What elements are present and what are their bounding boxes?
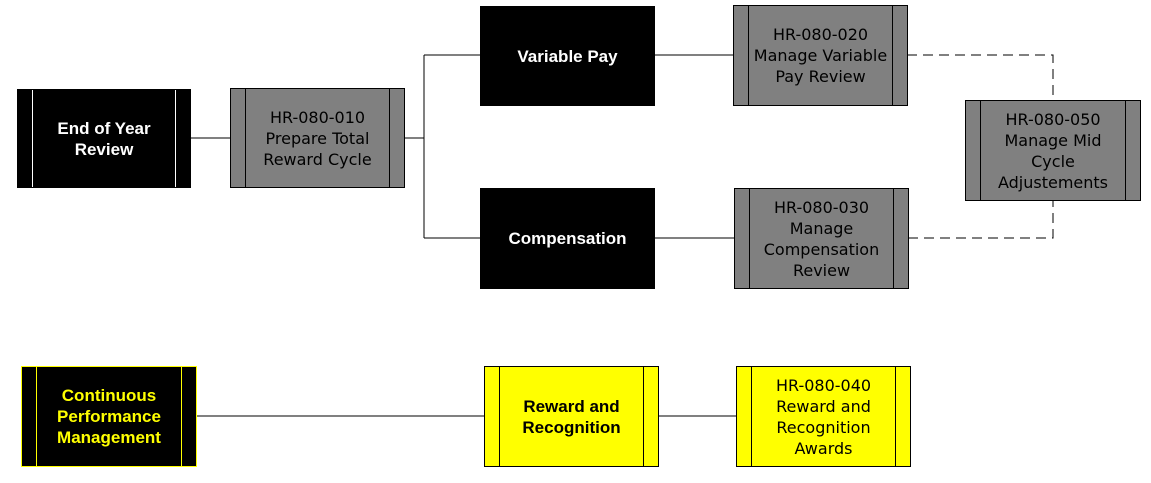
hr-080-020-label: HR-080-020 Manage Variable Pay Review [753, 25, 888, 86]
hr-080-040-label: HR-080-040 Reward and Recognition Awards [775, 375, 872, 458]
compensation-label: Compensation [508, 229, 627, 248]
continuous-performance-management-event: Continuous Performance Management [21, 366, 197, 467]
connector-030-to-050-dashed [908, 200, 1054, 239]
continuous-performance-management-label: Continuous Performance Management [57, 386, 161, 447]
end-of-year-review-event: End of Year Review [17, 89, 191, 188]
reward-and-recognition-label: Reward and Recognition [522, 396, 621, 437]
connector-020-to-050-dashed [907, 54, 1054, 101]
variable-pay-process: Variable Pay [480, 6, 655, 106]
hr-080-010-label: HR-080-010 Prepare Total Reward Cycle [263, 107, 372, 169]
hr-080-030-label: HR-080-030 Manage Compensation Review [763, 197, 880, 280]
hr-080-050-subprocess: HR-080-050 Manage Mid Cycle Adjustements [965, 100, 1141, 201]
hr-080-010-subprocess: HR-080-010 Prepare Total Reward Cycle [230, 88, 405, 188]
hr-080-020-subprocess: HR-080-020 Manage Variable Pay Review [733, 5, 908, 106]
reward-and-recognition-process: Reward and Recognition [484, 366, 659, 467]
hr-080-030-subprocess: HR-080-030 Manage Compensation Review [734, 188, 909, 289]
compensation-process: Compensation [480, 188, 655, 289]
end-of-year-review-label: End of Year Review [57, 118, 151, 159]
hr-080-050-label: HR-080-050 Manage Mid Cycle Adjustements [997, 109, 1109, 192]
hr-080-040-subprocess: HR-080-040 Reward and Recognition Awards [736, 366, 911, 467]
variable-pay-label: Variable Pay [517, 46, 618, 66]
